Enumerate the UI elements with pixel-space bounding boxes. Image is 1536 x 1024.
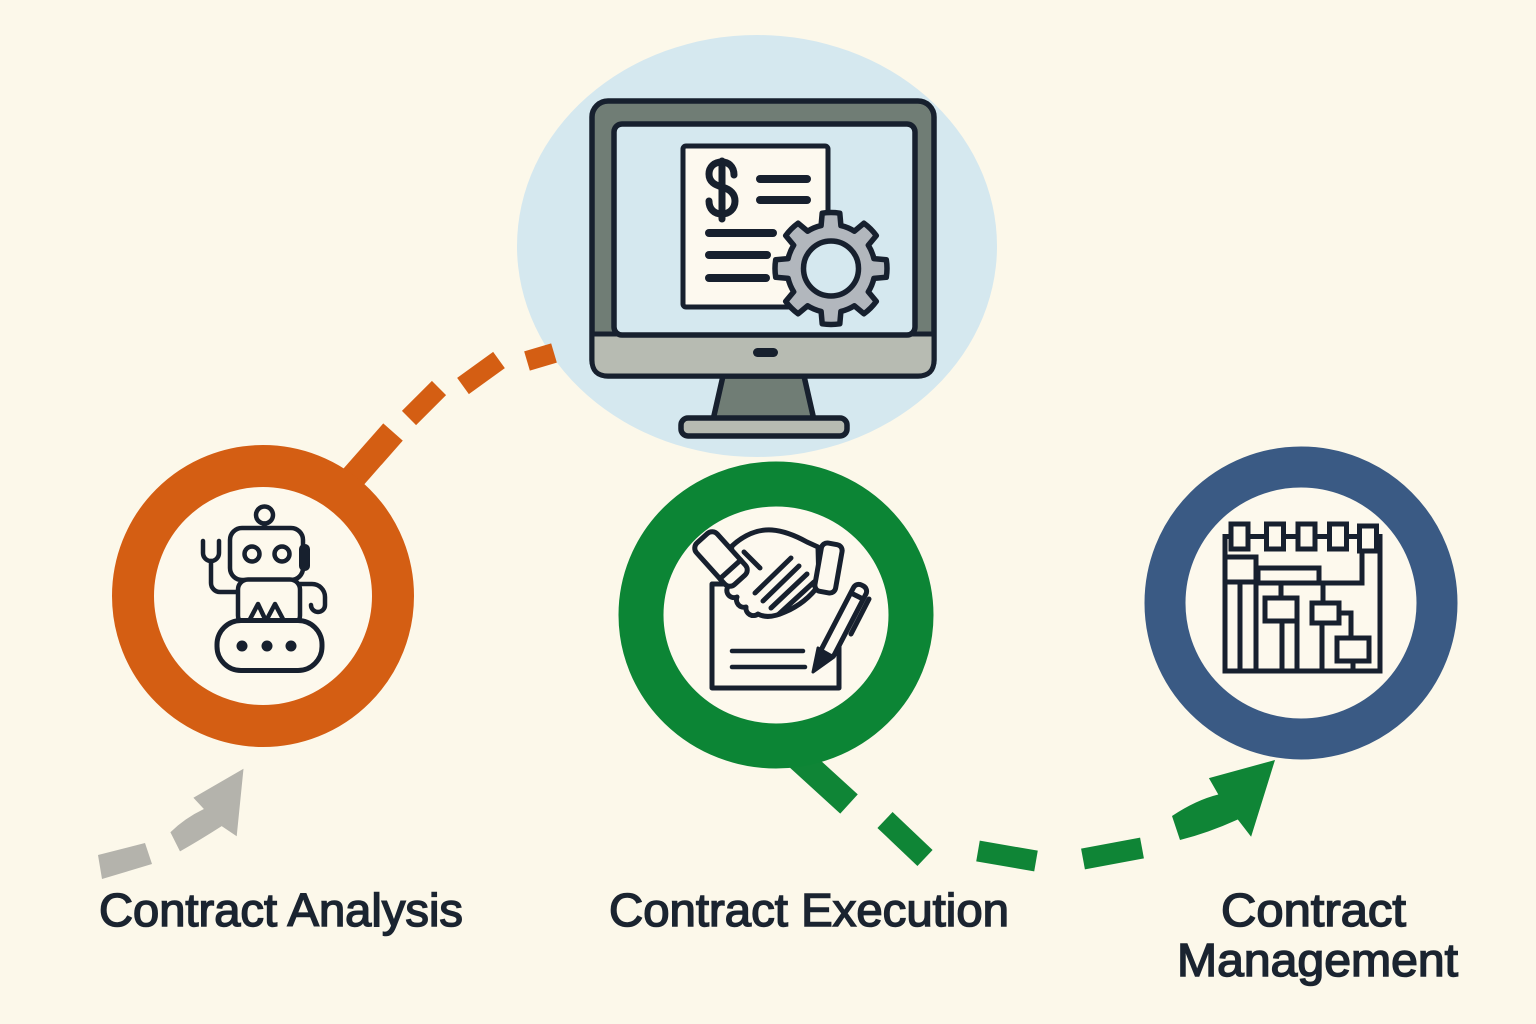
svg-text:Contract Execution: Contract Execution: [609, 884, 1009, 936]
svg-text:Contract: Contract: [1221, 884, 1406, 936]
svg-text:Management: Management: [1177, 934, 1458, 986]
svg-text:Contract Analysis: Contract Analysis: [99, 884, 463, 936]
